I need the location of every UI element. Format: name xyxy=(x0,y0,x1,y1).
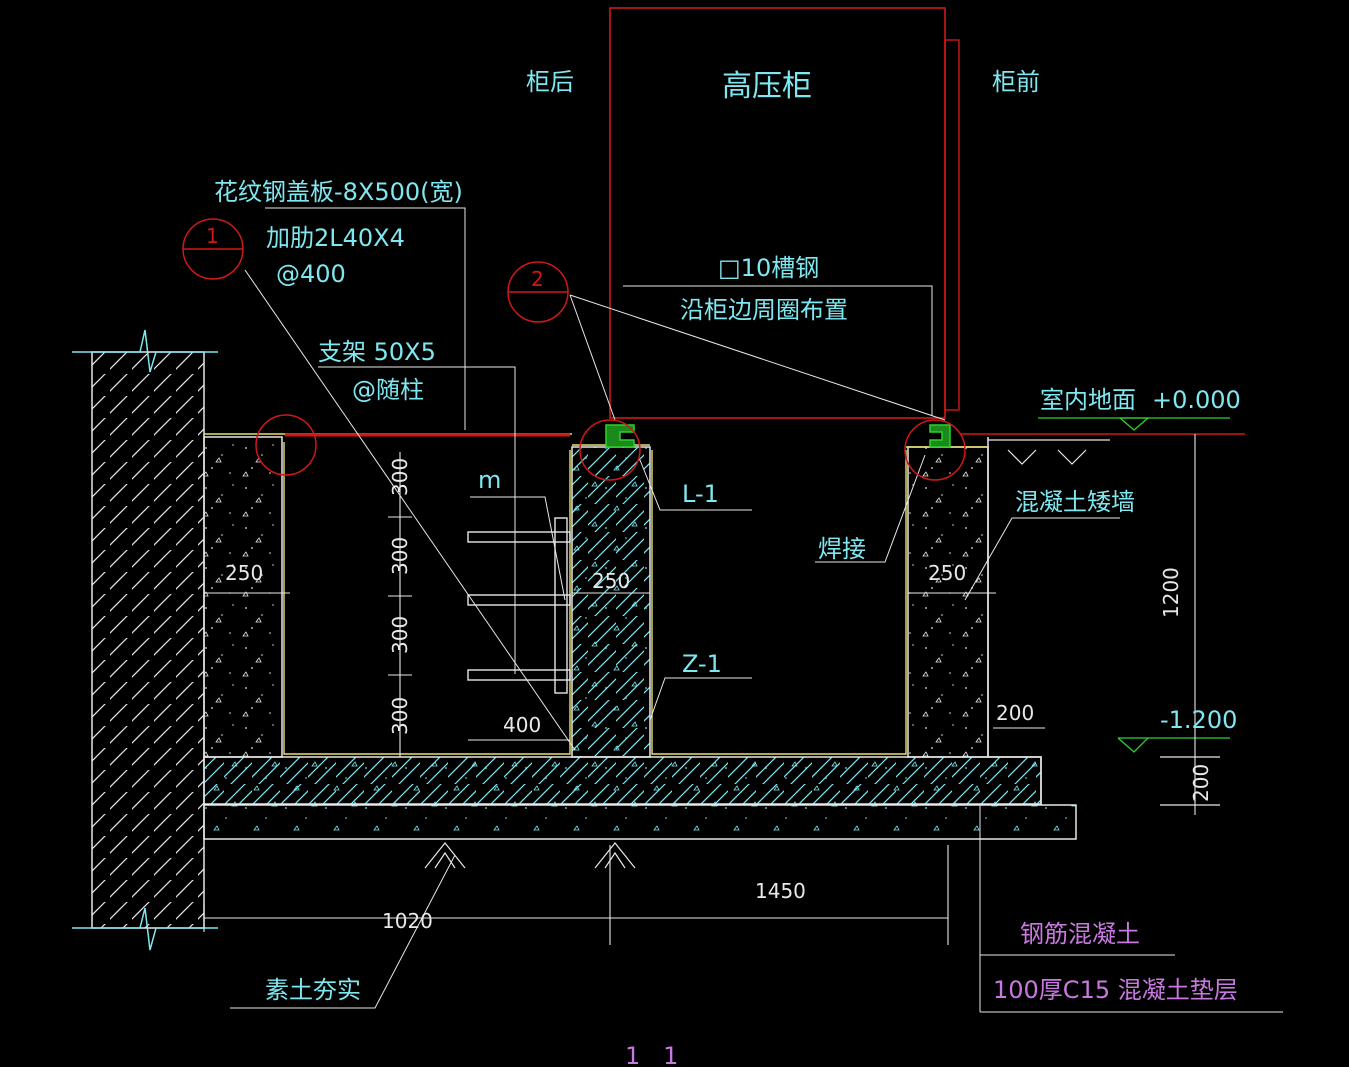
detail-1-number: 1 xyxy=(206,224,219,248)
dim-1450: 1450 xyxy=(755,879,806,903)
bottom-elev-label: -1.200 xyxy=(1160,706,1237,734)
hv-cabinet-outline xyxy=(609,7,960,419)
dim-300-d: 300 xyxy=(388,697,412,735)
channel-note-label: 沿柜边周圈布置 xyxy=(680,296,848,324)
concrete-walls xyxy=(203,436,1042,805)
cover-plate-label: 花纹钢盖板-8X500(宽) xyxy=(214,178,463,206)
dim-250-b: 250 xyxy=(592,569,630,593)
cabinet-back-label: 柜后 xyxy=(526,68,574,96)
bracket-spacing-label: @随柱 xyxy=(352,376,424,404)
floor-elev-label: +0.000 xyxy=(1152,386,1241,414)
cabinet-front-label: 柜前 xyxy=(992,68,1040,96)
rib-label: 加肋2L40X4 xyxy=(266,224,405,252)
dim-200-b: 200 xyxy=(1189,764,1213,802)
l1-label: L-1 xyxy=(682,480,719,508)
z1-label: Z-1 xyxy=(682,650,722,678)
floor-label: 室内地面 xyxy=(1040,386,1136,414)
dim-250-a: 250 xyxy=(225,561,263,585)
dim-300-c: 300 xyxy=(388,616,412,654)
foundation-slab xyxy=(203,756,1077,840)
m-label: m xyxy=(478,466,501,494)
dim-300-b: 300 xyxy=(388,537,412,575)
detail-2-number: 2 xyxy=(531,267,544,291)
dim-250-c: 250 xyxy=(928,561,966,585)
section-mark: 1 1 xyxy=(625,1042,678,1067)
dimension-lines xyxy=(203,434,1196,945)
rib-spacing-label: @400 xyxy=(276,260,346,288)
existing-wall xyxy=(72,329,218,951)
weld-label: 焊接 xyxy=(818,535,866,563)
bracket-label: 支架 50X5 xyxy=(318,338,436,366)
cushion-label: 100厚C15 混凝土垫层 xyxy=(993,976,1238,1004)
dim-300-a: 300 xyxy=(388,458,412,496)
bottom-elev-marker xyxy=(1117,737,1230,806)
compacted-soil-label: 素土夯实 xyxy=(265,976,361,1004)
detail-callouts xyxy=(182,218,966,481)
dim-400: 400 xyxy=(503,713,541,737)
rc-label: 钢筋混凝土 xyxy=(1020,920,1140,948)
dim-1020: 1020 xyxy=(382,909,433,933)
brackets xyxy=(467,517,571,694)
floor-line xyxy=(960,417,1245,465)
leader-lines xyxy=(230,207,1283,1013)
ground-symbols xyxy=(424,842,636,869)
channel-label: □10槽钢 xyxy=(718,254,819,282)
channel-steel xyxy=(605,424,951,448)
dim-200: 200 xyxy=(996,701,1034,725)
curb-wall-label: 混凝土矮墙 xyxy=(1015,488,1135,516)
hv-cabinet-label: 高压柜 xyxy=(722,69,812,104)
dim-1200: 1200 xyxy=(1159,567,1183,618)
